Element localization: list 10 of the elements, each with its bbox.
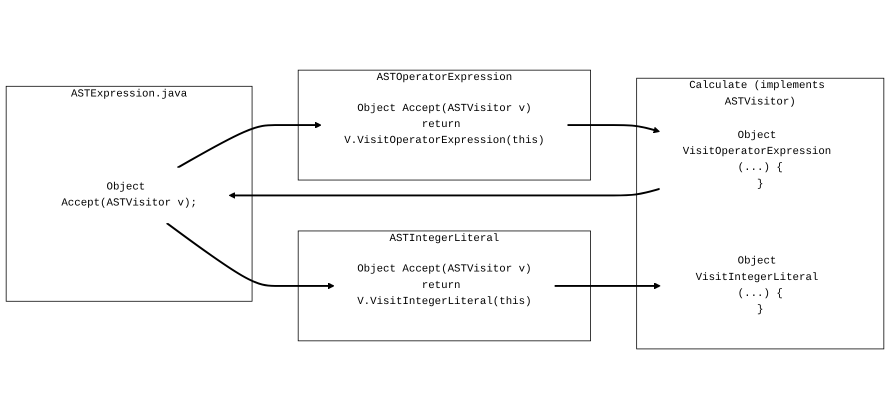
node-text: Object Accept(ASTVisitor v);	[61, 181, 197, 210]
arrow	[568, 124, 660, 134]
arrow	[228, 188, 660, 200]
arrow	[166, 222, 334, 290]
node-text: Object VisitIntegerLiteral (...) { }	[696, 256, 818, 316]
arrow	[177, 122, 322, 170]
node-text: Object Accept(ASTVisitor v) return V.VisitOperatorExpression(this)	[344, 102, 544, 148]
arrow	[554, 282, 661, 290]
node-text: Object Accept(ASTVisitor v) return V.VisitIntegerLiteral(this)	[357, 264, 532, 308]
node-text: Object VisitOperatorExpression (...) { }	[682, 130, 832, 191]
